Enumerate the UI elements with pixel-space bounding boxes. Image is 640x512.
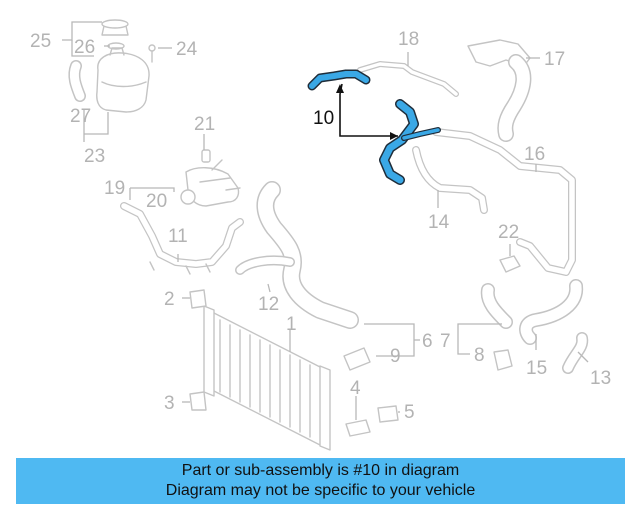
callout-21: 21 — [194, 114, 215, 135]
callout-8: 8 — [474, 345, 485, 366]
fitting-9[interactable] — [343, 347, 371, 371]
callout-14: 14 — [428, 212, 450, 233]
callout-17: 17 — [544, 49, 565, 70]
callout-9: 9 — [390, 346, 401, 367]
callout-23: 23 — [84, 146, 105, 167]
parts-diagram: 25 26 24 27 23 21 19 20 11 2 12 1 3 4 5 … — [30, 19, 611, 451]
bolt-24[interactable] — [148, 44, 156, 63]
callout-27: 27 — [70, 106, 91, 127]
fitting-4[interactable] — [345, 419, 371, 437]
callout-15: 15 — [526, 358, 547, 379]
fitting-8[interactable] — [493, 349, 513, 371]
callout-10: 10 — [313, 108, 334, 129]
reservoir-cap[interactable] — [101, 19, 129, 50]
callout-5: 5 — [404, 402, 415, 423]
callout-19: 19 — [104, 178, 125, 199]
callout-3: 3 — [164, 393, 175, 414]
hose-10-upper[interactable] — [307, 69, 371, 91]
fitting-5[interactable] — [377, 405, 399, 423]
callout-1: 1 — [286, 314, 297, 335]
hose-13[interactable] — [562, 332, 589, 374]
leader-lines — [62, 21, 589, 420]
hose-17[interactable] — [467, 39, 532, 142]
bracket-2[interactable] — [189, 289, 207, 309]
bracket-3[interactable] — [189, 391, 207, 411]
callout-2: 2 — [164, 289, 175, 310]
callout-12: 12 — [258, 294, 279, 315]
callout-13: 13 — [590, 368, 611, 389]
callout-20: 20 — [146, 191, 167, 212]
sensor-21[interactable] — [201, 149, 211, 163]
thermostat-housing[interactable] — [180, 159, 241, 207]
pipe-18[interactable] — [357, 61, 459, 97]
hose-10-lower[interactable] — [379, 99, 441, 185]
hose-7[interactable] — [480, 283, 513, 329]
banner-line-1: Part or sub-assembly is #10 in diagram — [181, 462, 460, 479]
callout-18: 18 — [398, 29, 419, 50]
fitting-22[interactable] — [499, 255, 521, 273]
callout-4: 4 — [350, 378, 361, 399]
callout-6: 6 — [422, 331, 433, 352]
callout-26: 26 — [74, 37, 95, 58]
pipe-16[interactable] — [432, 128, 576, 276]
pipe-11[interactable] — [120, 202, 244, 275]
info-banner: Part or sub-assembly is #10 in diagram D… — [16, 458, 625, 504]
callout-25: 25 — [30, 31, 51, 52]
callout-7: 7 — [440, 331, 451, 352]
callout-11: 11 — [168, 226, 188, 247]
banner-line-2: Diagram may not be specific to your vehi… — [165, 482, 476, 499]
callout-24: 24 — [176, 39, 198, 60]
hose-15[interactable] — [519, 279, 584, 345]
callout-labels: 25 26 24 27 23 21 19 20 11 2 12 1 3 4 5 … — [30, 29, 611, 423]
tank-hose-27[interactable] — [68, 60, 86, 102]
hose-14[interactable] — [412, 146, 488, 214]
expansion-tank[interactable] — [96, 47, 150, 113]
hose-12[interactable] — [235, 181, 359, 329]
radiator[interactable] — [203, 305, 331, 451]
callout-22: 22 — [498, 222, 519, 243]
callout-16: 16 — [524, 144, 545, 165]
